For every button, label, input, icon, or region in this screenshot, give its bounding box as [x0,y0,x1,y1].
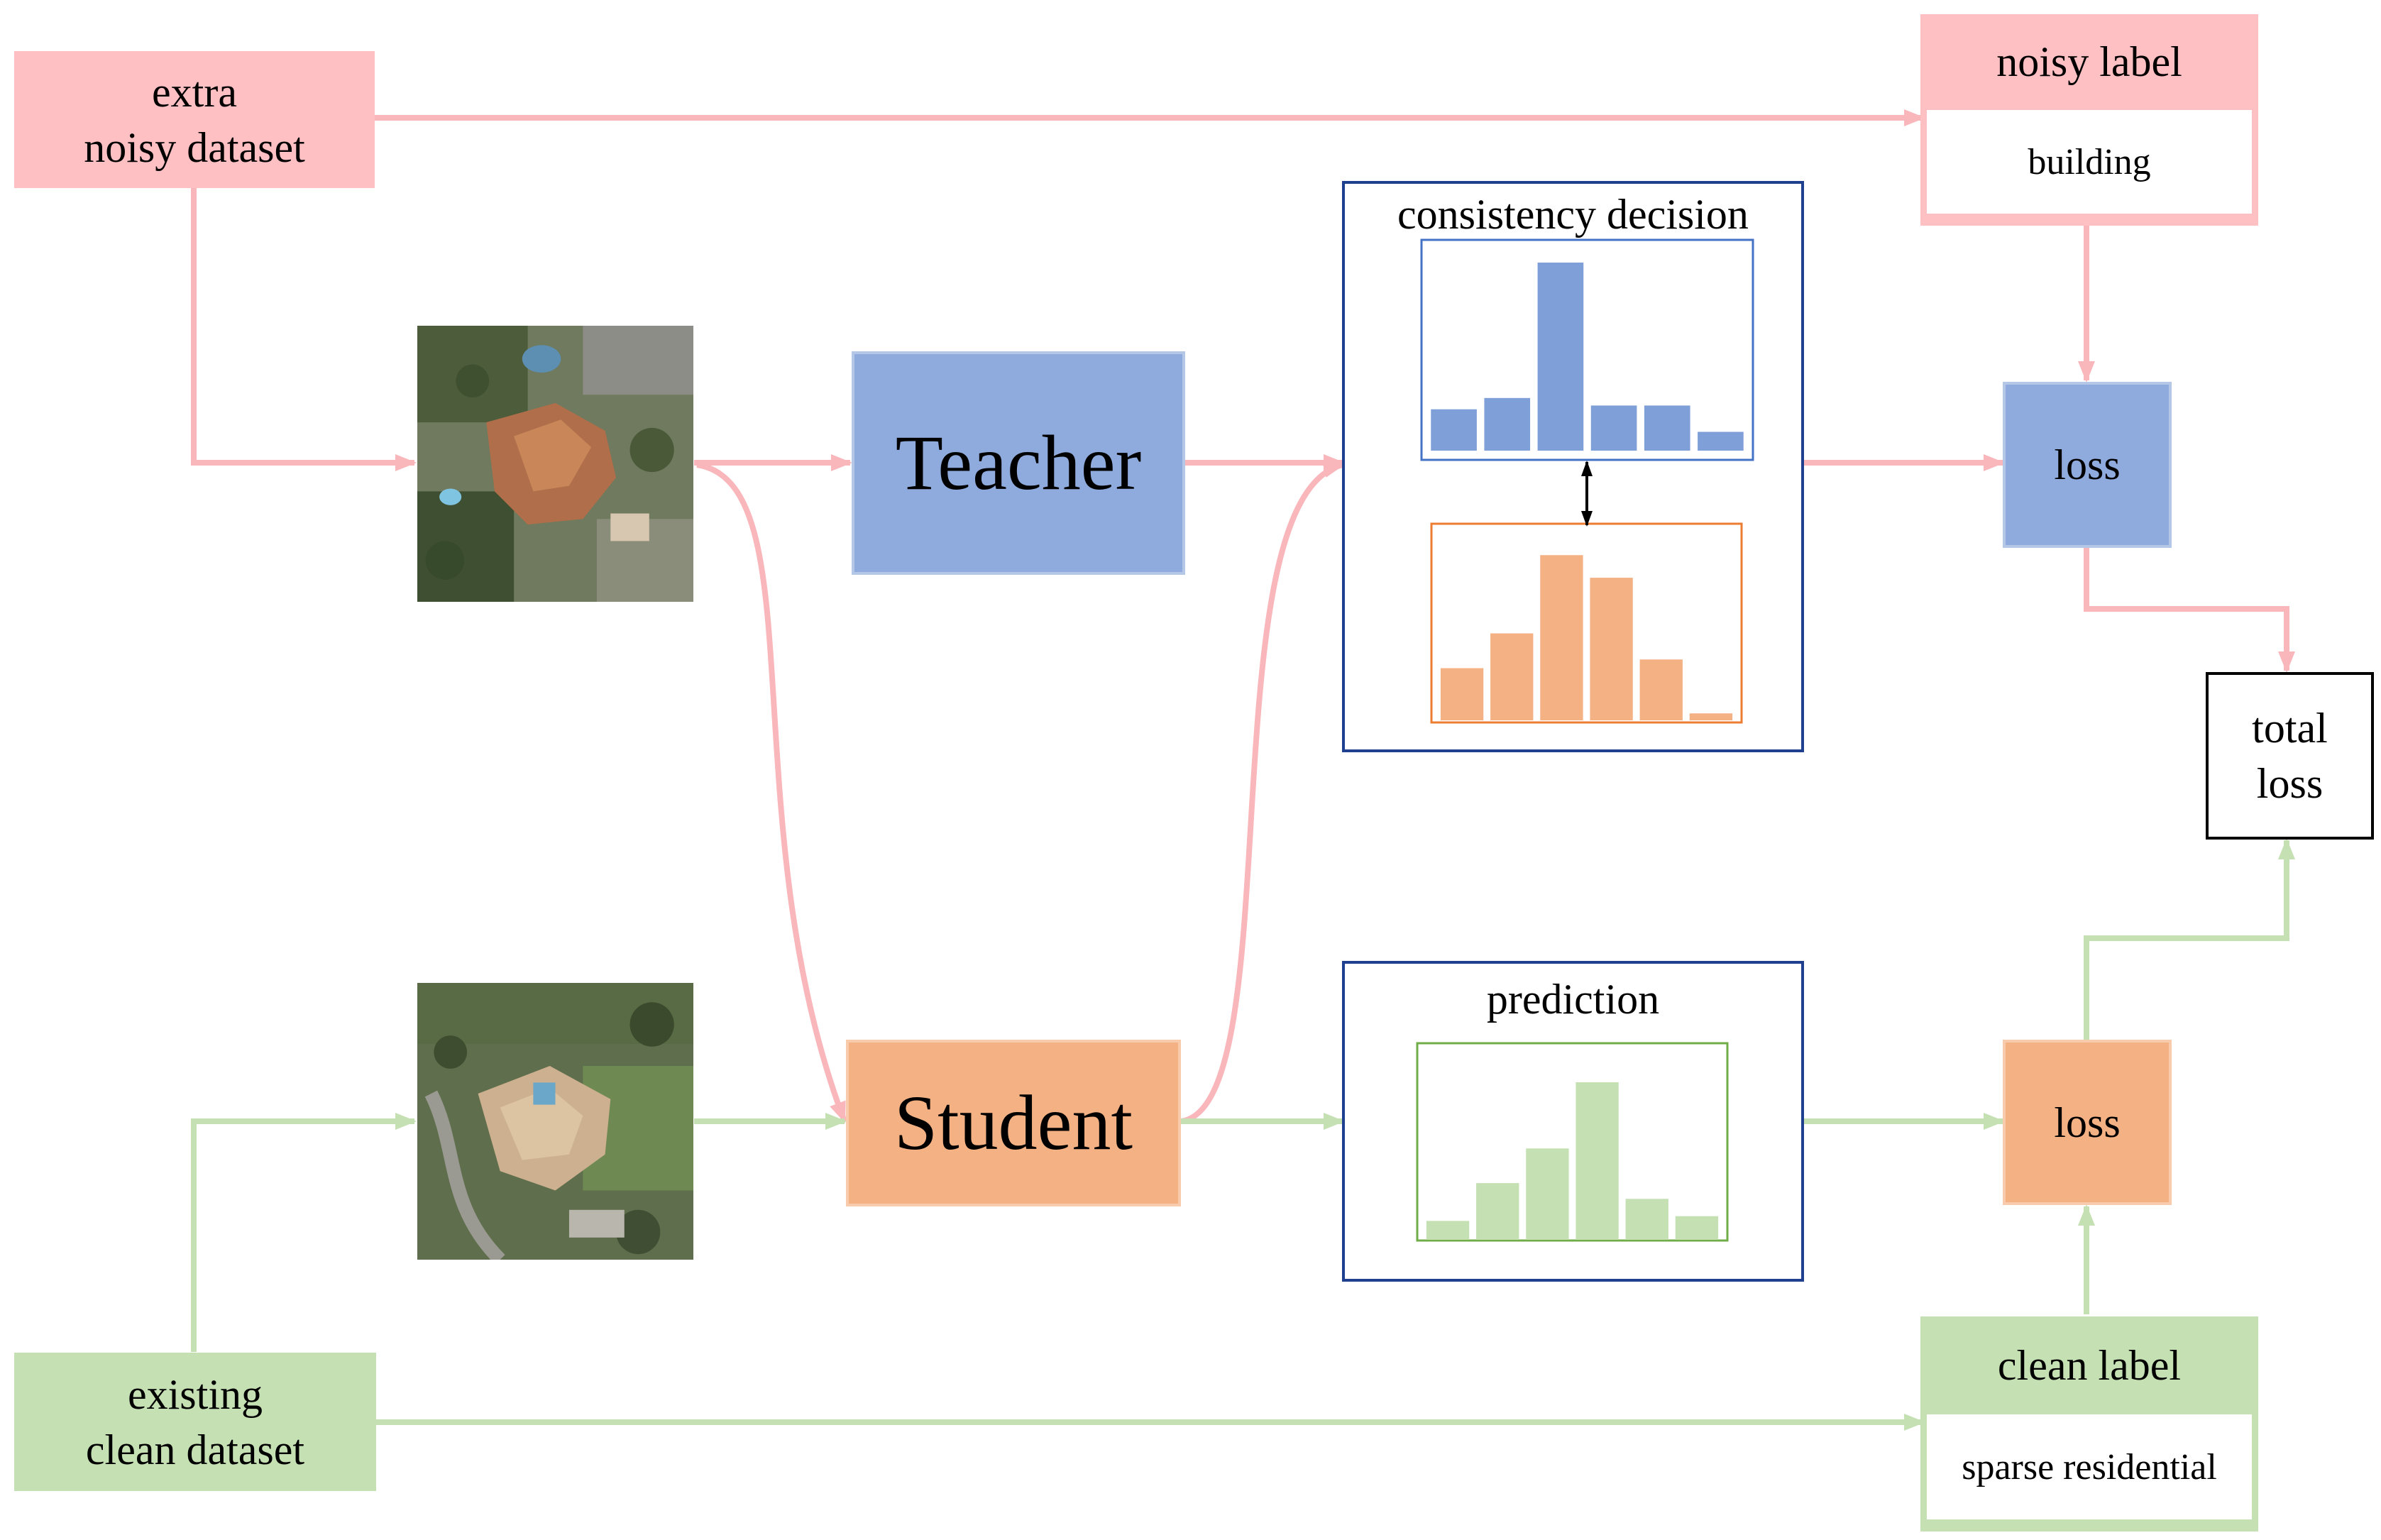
noisy-dataset-box: extra noisy dataset [14,51,375,188]
arrow-loss-to-total [2084,548,2295,673]
arrow-loss-to-total-green [2084,838,2295,1040]
student-loss-label: loss [2054,1099,2121,1146]
teacher-hist-frame [1420,238,1754,461]
prediction-hist-bar-1 [1426,1221,1470,1240]
clean-dataset-label: existing clean dataset [85,1370,305,1473]
student-loss-box: loss [2003,1040,2172,1205]
consistency-title-text: consistency decision [1397,191,1749,238]
prediction-hist-bar-2 [1476,1183,1519,1240]
teacher-hist-bar-6 [1698,431,1744,451]
noisy-label-value: building [2028,141,2151,182]
prediction-title-text: prediction [1486,976,1660,1023]
noisy-dataset-label: extra noisy dataset [84,68,305,171]
teacher-hist-bar-3 [1537,263,1584,451]
student-label: Student [893,1079,1133,1166]
arrow-student-to-consistency [1180,461,1345,1124]
student-box: Student [846,1040,1181,1206]
student-hist-bar-1 [1440,668,1484,720]
student-histogram [1440,555,1733,720]
clean-label-box: clean label sparse residential [1920,1316,2258,1531]
student-hist-bar-3 [1540,555,1583,720]
teacher-box: Teacher [852,351,1185,575]
teacher-hist-bar-1 [1431,409,1477,451]
prediction-hist-bar-4 [1576,1082,1619,1240]
clean-label-title: clean label [1997,1342,2182,1389]
teacher-hist-bar-5 [1644,405,1690,451]
total-loss-box: total loss [2206,672,2374,840]
student-hist-bar-4 [1590,578,1633,720]
prediction-panel [1342,961,1804,1282]
prediction-title: prediction [1343,971,1803,1028]
arrow-image-to-student [696,462,847,1123]
clean-dataset-box: existing clean dataset [14,1353,376,1491]
noisy-label-box: noisy label building [1920,14,2258,226]
arrow-noisy-to-image [191,187,417,471]
prediction-hist-bar-5 [1625,1199,1668,1240]
student-hist-bar-6 [1689,713,1733,720]
aerial-house-image-2 [417,983,693,1260]
teacher-loss-box: loss [2003,382,2172,548]
consistency-panel [1342,181,1804,752]
clean-label-value: sparse residential [1962,1446,2217,1487]
teacher-hist-bar-4 [1590,405,1637,451]
student-hist-bar-2 [1490,633,1534,720]
student-hist-bar-5 [1639,659,1683,720]
arrow-clean-to-image [191,1113,417,1352]
teacher-histogram [1431,263,1744,451]
clean-label-value-box: sparse residential [1927,1414,2252,1519]
teacher-loss-label: loss [2054,441,2121,488]
clean-aerial-image [417,983,693,1260]
noisy-label-value-box: building [1927,110,2252,214]
teacher-hist-bar-2 [1484,397,1531,451]
teacher-label: Teacher [895,419,1142,506]
prediction-hist-frame [1416,1042,1729,1242]
prediction-histogram [1426,1082,1719,1240]
consistency-title: consistency decision [1343,186,1803,243]
prediction-hist-bar-6 [1675,1216,1719,1240]
aerial-house-image-1 [417,326,693,602]
total-loss-label: total loss [2252,705,2328,807]
prediction-hist-bar-3 [1526,1148,1569,1240]
noisy-label-title: noisy label [1996,38,2182,85]
noisy-aerial-image [417,326,693,602]
